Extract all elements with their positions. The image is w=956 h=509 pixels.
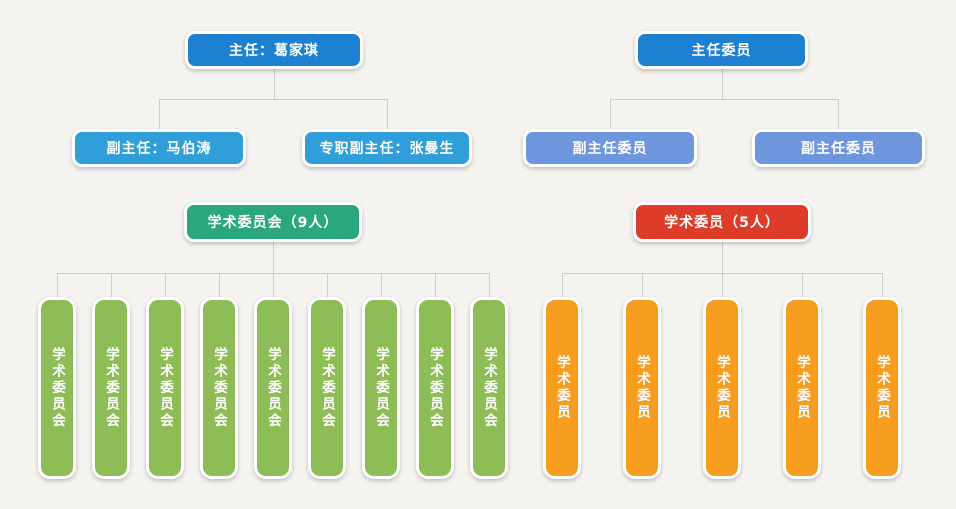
connector-line xyxy=(722,273,723,298)
connector-line xyxy=(274,69,275,99)
node-vice-chair-member-1[interactable]: 副主任委员 xyxy=(523,129,697,167)
node-deputy-director-label: 副主任：马伯涛 xyxy=(106,141,212,157)
connector-line xyxy=(722,69,723,99)
member-node-label: 学术委员会 xyxy=(481,346,497,430)
member-node[interactable]: 学术委员会 xyxy=(362,297,400,479)
node-fulltime-deputy-director-label: 专职副主任：张曼生 xyxy=(319,141,455,157)
connector-line xyxy=(435,273,436,298)
connector-line xyxy=(159,99,160,129)
connector-line xyxy=(387,99,388,129)
member-node-label: 学术委员会 xyxy=(427,346,443,430)
connector-line xyxy=(273,273,274,298)
connector-line xyxy=(381,273,382,298)
connector-line xyxy=(111,273,112,298)
connector-line xyxy=(57,273,58,298)
connector-line xyxy=(882,273,883,298)
node-director[interactable]: 主任：葛家琪 xyxy=(185,31,363,69)
member-node-label: 学术委员会 xyxy=(157,346,173,430)
connector-line xyxy=(642,273,643,298)
node-vice-chair-member-2[interactable]: 副主任委员 xyxy=(752,129,925,167)
member-node[interactable]: 学术委员 xyxy=(623,297,661,479)
member-node[interactable]: 学术委员会 xyxy=(92,297,130,479)
connector-line xyxy=(273,242,274,273)
node-chair-member-label: 主任委员 xyxy=(691,43,752,59)
connector-line xyxy=(327,273,328,298)
node-vice-chair-member-label: 副主任委员 xyxy=(801,141,876,157)
member-node[interactable]: 学术委员会 xyxy=(416,297,454,479)
connector-line xyxy=(722,242,723,273)
member-node-label: 学术委员会 xyxy=(103,346,119,430)
member-node-label: 学术委员会 xyxy=(265,346,281,430)
connector-line xyxy=(838,99,839,129)
member-node-label: 学术委员 xyxy=(714,355,730,421)
node-director-label: 主任：葛家琪 xyxy=(229,43,319,59)
member-node-label: 学术委员会 xyxy=(211,346,227,430)
member-node-label: 学术委员 xyxy=(554,355,570,421)
node-academic-committee-group[interactable]: 学术委员会（9人） xyxy=(184,202,362,242)
connector-line xyxy=(802,273,803,298)
member-node[interactable]: 学术委员会 xyxy=(38,297,76,479)
member-node-label: 学术委员 xyxy=(874,355,890,421)
connector-line xyxy=(489,273,490,298)
member-node[interactable]: 学术委员会 xyxy=(254,297,292,479)
node-chair-member[interactable]: 主任委员 xyxy=(635,31,808,69)
member-node[interactable]: 学术委员 xyxy=(543,297,581,479)
member-node[interactable]: 学术委员 xyxy=(703,297,741,479)
member-node[interactable]: 学术委员会 xyxy=(146,297,184,479)
member-node-label: 学术委员会 xyxy=(319,346,335,430)
node-academic-member-group[interactable]: 学术委员（5人） xyxy=(633,202,811,242)
connector-line xyxy=(610,99,611,129)
node-academic-member-group-label: 学术委员（5人） xyxy=(664,215,780,231)
member-node[interactable]: 学术委员会 xyxy=(470,297,508,479)
connector-line xyxy=(610,99,838,100)
connector-line xyxy=(159,99,387,100)
node-vice-chair-member-label: 副主任委员 xyxy=(572,141,648,157)
member-node[interactable]: 学术委员会 xyxy=(308,297,346,479)
connector-line xyxy=(219,273,220,298)
connector-line xyxy=(562,273,563,298)
member-node[interactable]: 学术委员 xyxy=(783,297,821,479)
connector-line xyxy=(165,273,166,298)
member-node-label: 学术委员会 xyxy=(373,346,389,430)
member-node[interactable]: 学术委员 xyxy=(863,297,901,479)
node-fulltime-deputy-director[interactable]: 专职副主任：张曼生 xyxy=(302,129,472,167)
member-node-label: 学术委员 xyxy=(634,355,650,421)
member-node[interactable]: 学术委员会 xyxy=(200,297,238,479)
member-node-label: 学术委员会 xyxy=(49,346,65,430)
node-deputy-director[interactable]: 副主任：马伯涛 xyxy=(72,129,246,167)
member-node-label: 学术委员 xyxy=(794,355,810,421)
node-academic-committee-group-label: 学术委员会（9人） xyxy=(207,215,339,231)
